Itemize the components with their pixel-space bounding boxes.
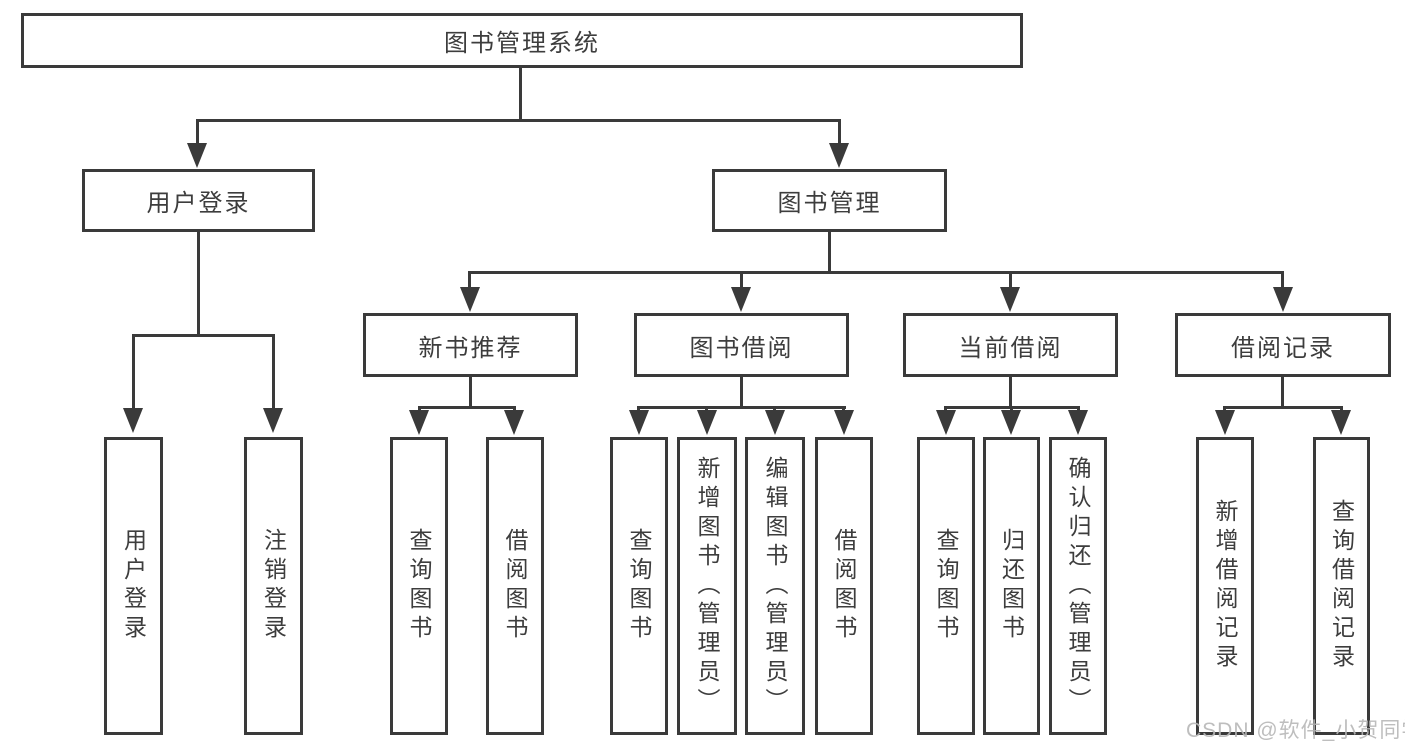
connector-vline (1281, 271, 1284, 291)
connector-vline (196, 119, 199, 148)
connector-vline (1009, 374, 1012, 409)
node-new-book-recommendation: 新书推荐 (363, 313, 578, 377)
node-label: 图书借阅 (689, 334, 794, 362)
connector-hline (196, 119, 841, 122)
leaf-edit-books-admin: 编辑图书（管理员） (745, 437, 805, 735)
leaf-add-borrow-record: 新增借阅记录 (1196, 437, 1254, 735)
node-label: 当前借阅 (958, 334, 1063, 362)
connector-vline (132, 334, 135, 410)
node-label: 新书推荐 (418, 334, 523, 362)
node-library-system-root: 图书管理系统 (21, 13, 1023, 68)
leaf-confirm-return-admin: 确认归还（管理员） (1049, 437, 1107, 735)
arrow-down-icon (1331, 410, 1351, 435)
connector-vline (1009, 271, 1012, 291)
leaf-query-books-current: 查询图书 (917, 437, 975, 735)
leaf-query-books-recommend: 查询图书 (390, 437, 448, 735)
node-label: 图书管理 (777, 190, 882, 217)
connector-hline (637, 406, 846, 409)
leaf-return-books: 归还图书 (983, 437, 1040, 735)
leaf-label: 新增借阅记录 (1212, 499, 1238, 673)
node-book-borrowing: 图书借阅 (634, 313, 849, 377)
arrow-down-icon (697, 410, 717, 435)
arrow-down-icon (460, 287, 480, 312)
connector-hline (1223, 406, 1343, 409)
arrow-down-icon (1000, 287, 1020, 312)
connector-hline (468, 271, 1284, 274)
node-label: 用户登录 (146, 190, 251, 217)
node-user-login: 用户登录 (82, 169, 315, 232)
leaf-label: 确认归还（管理员） (1065, 455, 1091, 717)
connector-vline (1281, 374, 1284, 409)
arrow-down-icon (765, 410, 785, 435)
connector-vline (519, 66, 522, 122)
leaf-label: 新增图书（管理员） (694, 455, 720, 717)
arrow-down-icon (731, 287, 751, 312)
leaf-label: 查询图书 (933, 528, 959, 644)
leaf-query-borrow-record: 查询借阅记录 (1313, 437, 1370, 735)
leaf-add-books-admin: 新增图书（管理员） (677, 437, 737, 735)
arrow-down-icon (1001, 410, 1021, 435)
arrow-down-icon (187, 143, 207, 168)
watermark: CSDN @软件_小贺同学 (1186, 719, 1405, 742)
connector-vline (828, 230, 831, 274)
connector-hline (418, 406, 516, 409)
leaf-label: 查询图书 (626, 528, 652, 644)
leaf-label: 借阅图书 (502, 528, 528, 644)
leaf-label: 注销登录 (260, 528, 287, 644)
leaf-label: 归还图书 (998, 528, 1025, 644)
node-label: 借阅记录 (1231, 334, 1335, 362)
arrow-down-icon (1215, 410, 1235, 435)
leaf-borrow-books-borrowing: 借阅图书 (815, 437, 873, 735)
arrow-down-icon (263, 408, 283, 433)
arrow-down-icon (829, 143, 849, 168)
arrow-down-icon (1273, 287, 1293, 312)
connector-vline (272, 334, 275, 410)
arrow-down-icon (504, 410, 524, 435)
node-label: 图书管理系统 (444, 30, 600, 57)
leaf-label: 用户登录 (120, 528, 147, 644)
connector-vline (838, 119, 841, 148)
node-borrowing-records: 借阅记录 (1175, 313, 1391, 377)
connector-vline (469, 374, 472, 409)
leaf-logout-login: 注销登录 (244, 437, 303, 735)
arrow-down-icon (409, 410, 429, 435)
leaf-label: 查询借阅记录 (1328, 499, 1355, 673)
leaf-label: 查询图书 (406, 528, 432, 644)
arrow-down-icon (936, 410, 956, 435)
leaf-query-books-borrowing: 查询图书 (610, 437, 668, 735)
arrow-down-icon (1068, 410, 1088, 435)
connector-hline (132, 334, 275, 337)
connector-vline (740, 271, 743, 291)
node-current-borrowing: 当前借阅 (903, 313, 1118, 377)
node-book-management: 图书管理 (712, 169, 947, 232)
connector-vline (468, 271, 471, 291)
arrow-down-icon (834, 410, 854, 435)
arrow-down-icon (629, 410, 649, 435)
arrow-down-icon (123, 408, 143, 433)
leaf-borrow-books-recommend: 借阅图书 (486, 437, 544, 735)
connector-vline (740, 374, 743, 409)
connector-vline (197, 230, 200, 337)
leaf-label: 借阅图书 (831, 528, 857, 644)
leaf-label: 编辑图书（管理员） (762, 455, 788, 717)
leaf-user-login: 用户登录 (104, 437, 163, 735)
